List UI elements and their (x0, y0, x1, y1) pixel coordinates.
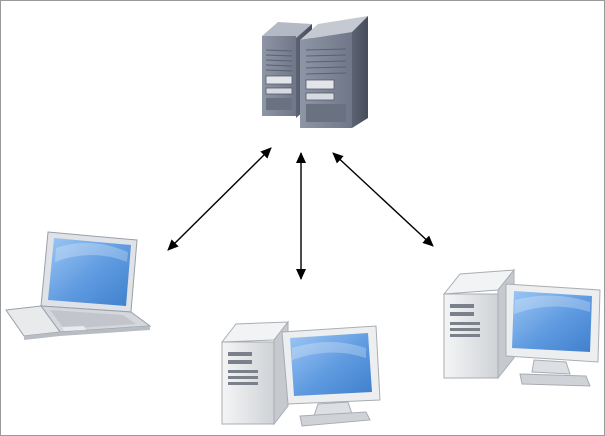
desktop-computer-icon (220, 320, 381, 427)
arrow-server-desktop-right (332, 152, 434, 247)
connection-arrows (167, 147, 434, 280)
desktop-computer-icon (442, 268, 601, 387)
server-rack-icon (262, 16, 368, 128)
arrow-server-laptop (167, 147, 272, 251)
server-tower-right (300, 16, 368, 128)
laptop-icon (5, 231, 152, 340)
